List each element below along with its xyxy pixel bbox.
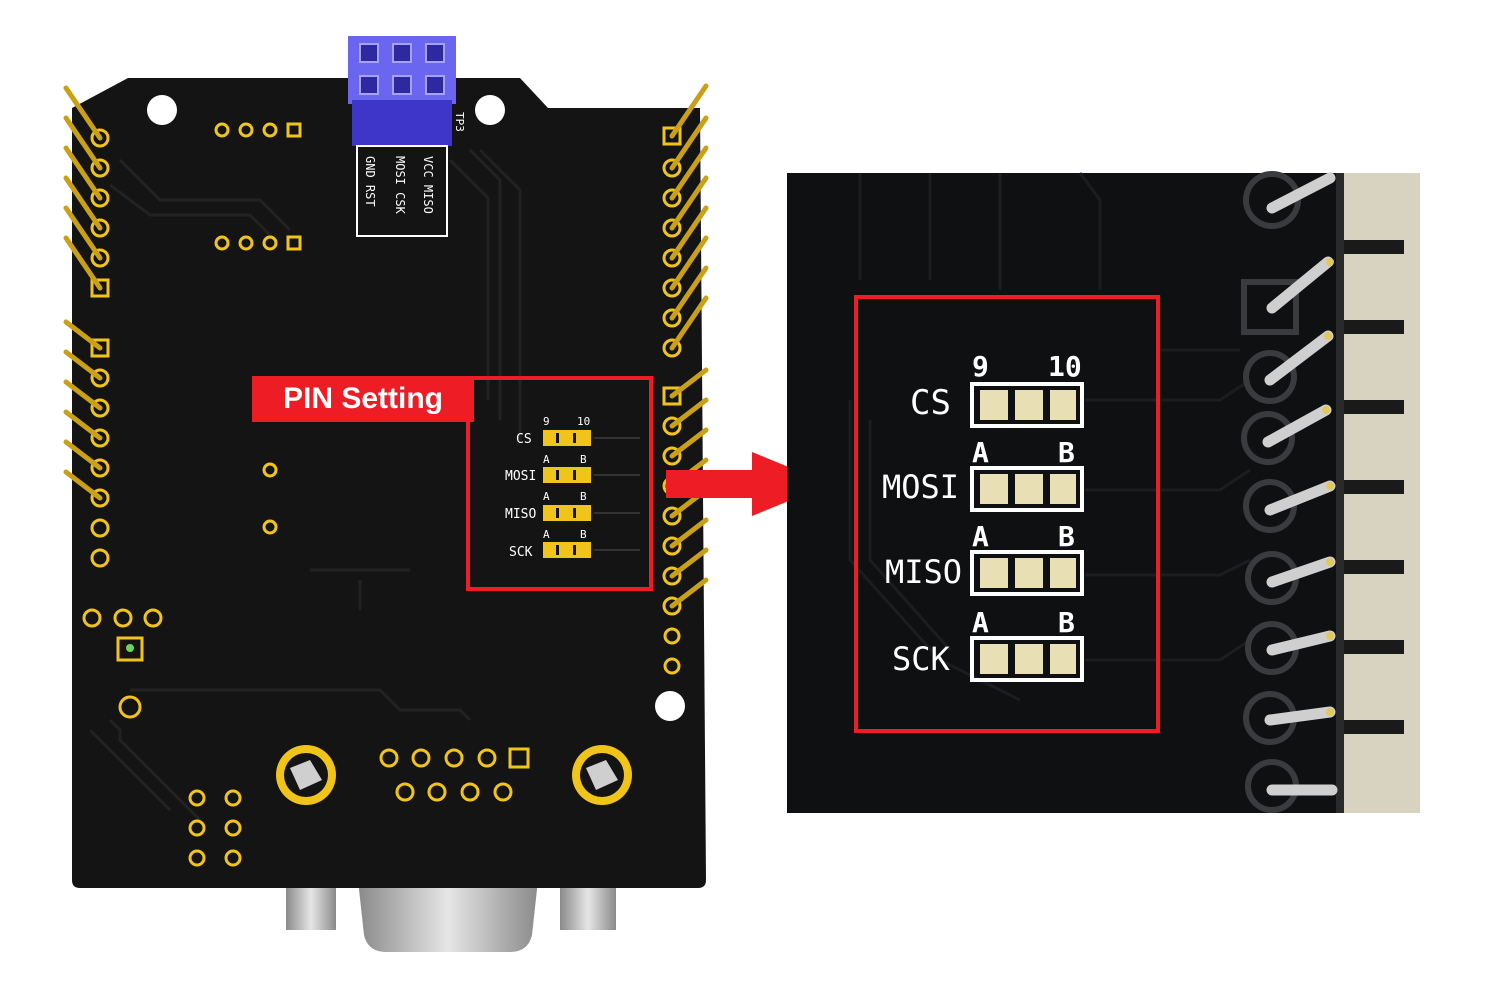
photo-mosi-label: MOSI (882, 468, 959, 506)
board-mosi-left: A (543, 453, 550, 466)
pcb-traces (88, 148, 522, 822)
icsp-pin-label-row3: GND RST (363, 156, 377, 207)
status-led (126, 644, 134, 652)
board-miso-left: A (543, 490, 550, 503)
board-sck-left: A (543, 528, 550, 541)
db9-screw-right (572, 745, 632, 805)
photo-jumper-pads: CS 9 10 MOSI A B MISO A B SCK A B (882, 350, 1084, 682)
photo-cs-label: CS (910, 383, 951, 423)
photo-cs-right: 10 (1048, 350, 1082, 383)
board-cs-label: CS (516, 432, 532, 447)
photo-pin-row (1241, 171, 1338, 813)
closeup-photo: CS 9 10 MOSI A B MISO A B SCK A B (787, 171, 1420, 813)
icsp-header (348, 36, 456, 237)
db9-post-left (286, 880, 336, 930)
photo-sck-right: B (1058, 606, 1075, 639)
pad-row-top (214, 122, 302, 251)
mounting-hole (147, 95, 177, 125)
mounting-hole (475, 95, 505, 125)
mounting-hole (655, 691, 685, 721)
board-cs-right: 10 (577, 415, 590, 428)
board-jumper-group: CS 9 10 MOSI A B MISO A B SCK A B (505, 415, 640, 560)
misc-pads (82, 462, 530, 867)
tp3-label: TP3 (453, 112, 466, 132)
photo-miso-label: MISO (885, 553, 962, 591)
left-pin-headers (63, 85, 110, 568)
board-cs-left: 9 (543, 415, 550, 428)
icsp-pin-label-row2: MOSI CSK (393, 156, 407, 215)
board-miso-right: B (580, 490, 587, 503)
board-highlight-box (466, 376, 653, 591)
photo-miso-left: A (972, 520, 989, 553)
board-mosi-right: B (580, 453, 587, 466)
board-sck-right: B (580, 528, 587, 541)
photo-mosi-left: A (972, 436, 989, 469)
pcb-board-render: TP3 VCC MISO MOSI CSK GND RST (63, 36, 709, 952)
db9-screw-left (276, 745, 336, 805)
photo-cs-left: 9 (972, 350, 989, 383)
pin-setting-callout: PIN Setting (252, 376, 474, 422)
photo-sck-left: A (972, 606, 989, 639)
photo-mosi-right: B (1058, 436, 1075, 469)
pcb-body (72, 78, 706, 888)
board-mosi-label: MOSI (505, 469, 536, 484)
photo-miso-right: B (1058, 520, 1075, 553)
board-miso-label: MISO (505, 507, 536, 522)
board-sck-label: SCK (509, 545, 533, 560)
photo-highlight-box (854, 295, 1160, 733)
icsp-pin-label-row1: VCC MISO (421, 156, 435, 214)
db9-post-right (560, 880, 616, 930)
photo-sck-label: SCK (892, 640, 951, 678)
db9-shell (358, 880, 538, 952)
